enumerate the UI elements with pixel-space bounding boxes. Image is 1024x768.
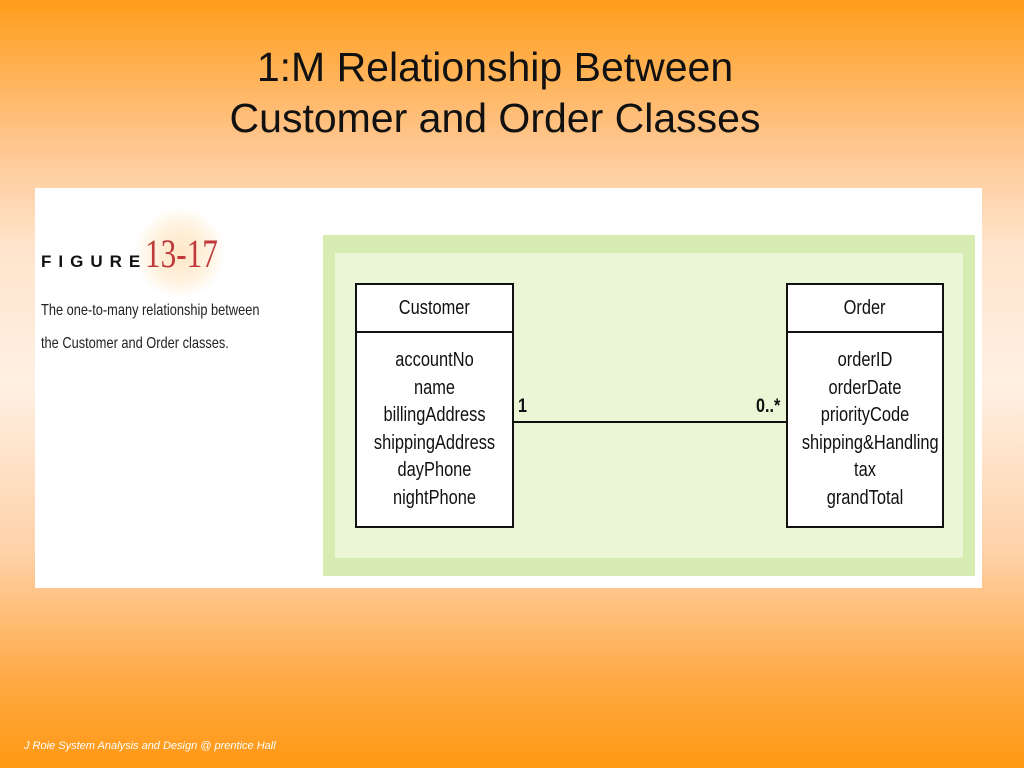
customer-attribute: dayPhone [397,459,472,481]
order-multiplicity: 0..* [756,396,785,418]
customer-attribute: name [413,376,456,399]
order-attribute: orderDate [828,376,902,399]
order-class-name: Order [844,296,886,319]
order-attribute: priorityCode [820,404,910,426]
order-attribute-list: orderID orderDate priorityCode shipping&… [788,333,942,512]
customer-attribute: nightPhone [393,486,476,509]
customer-attribute: shippingAddress [373,431,496,454]
order-attribute: shipping&Handling [801,431,939,454]
customer-multiplicity-label: 1 [518,396,527,417]
figure-number-glow [135,208,225,298]
figure-number: 13-17 [145,231,218,276]
order-attribute: tax [854,459,876,481]
figure-caption-line1: The one-to-many relationship between [41,302,260,319]
customer-attribute: billingAddress [383,404,486,426]
order-class-header: Order [788,285,942,333]
customer-attribute-list: accountNo name billingAddress shippingAd… [357,333,512,512]
customer-class-header: Customer [357,285,512,333]
slide-title-line2: Customer and Order Classes [229,95,761,141]
customer-class-name: Customer [398,296,471,319]
figure-caption-line2: the Customer and Order classes. [41,335,229,352]
customer-class: Customer accountNo name billingAddress s… [355,283,514,528]
customer-multiplicity: 1 [518,396,529,418]
association-line [514,421,786,423]
slide-title: 1:M Relationship Between Customer and Or… [0,42,990,144]
slide-title-line1: 1:M Relationship Between [256,44,734,90]
customer-attribute: accountNo [395,349,474,371]
order-multiplicity-label: 0..* [756,396,781,417]
order-attribute: orderID [837,349,893,371]
order-attribute: grandTotal [826,486,904,509]
figure-label: FIGURE [41,252,148,271]
order-class: Order orderID orderDate priorityCode shi… [786,283,944,528]
slide-footer: J Roie System Analysis and Design @ pren… [24,740,276,752]
figure-caption: The one-to-many relationship between the… [41,294,265,360]
